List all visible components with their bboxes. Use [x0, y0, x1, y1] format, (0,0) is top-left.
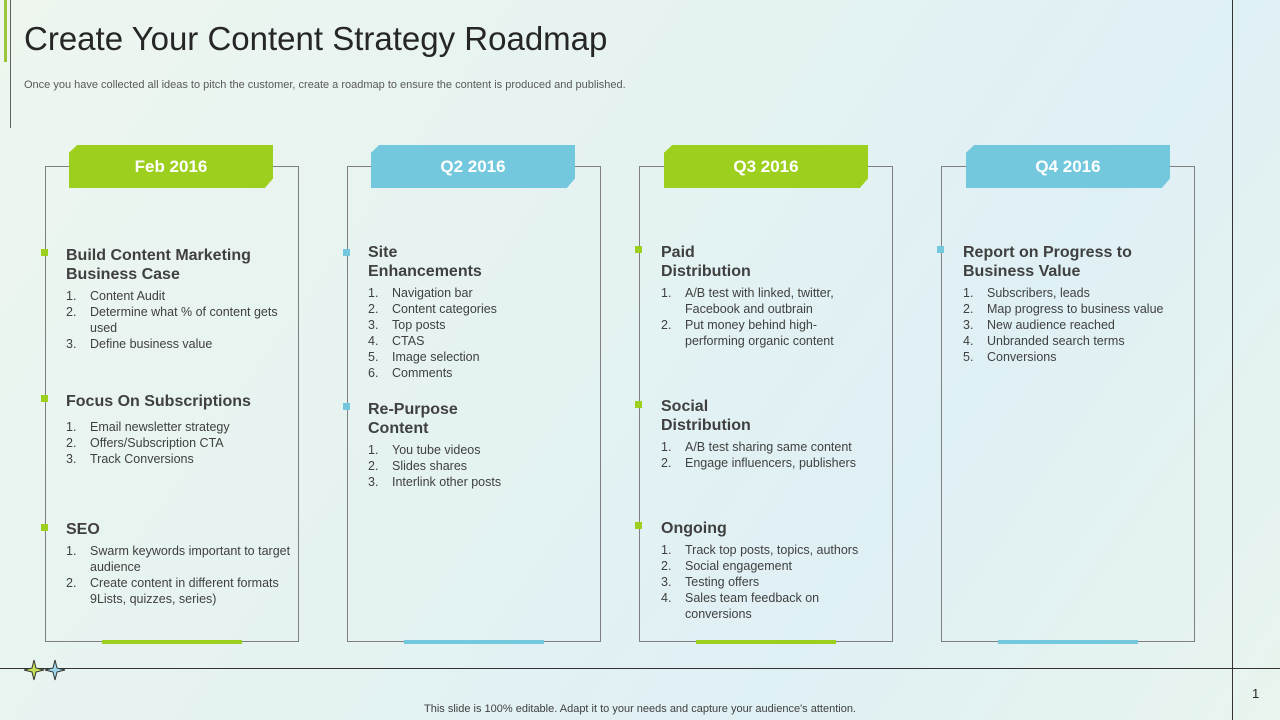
section-title: SEO: [66, 521, 100, 538]
section-title: Social Distribution: [661, 398, 751, 434]
tab-feb-2016: Feb 2016: [69, 145, 273, 188]
tab-q4-2016: Q4 2016: [966, 145, 1170, 188]
footer-note: This slide is 100% editable. Adapt it to…: [424, 703, 856, 715]
section-title: Focus On Subscriptions: [66, 393, 251, 410]
page-number: 1: [1252, 686, 1260, 701]
page-subtitle: Once you have collected all ideas to pit…: [24, 79, 626, 91]
list-item: 2.Engage influencers, publishers: [661, 456, 856, 470]
list-item: 2.Slides shares: [368, 459, 468, 473]
section-report-progress: Report on Progress to Business Value 1.S…: [963, 243, 1189, 365]
section-seo: SEO 1.Swarm keywords important to target…: [66, 520, 294, 607]
list-item: 3.Testing offers: [661, 575, 760, 589]
card-bottom-accent: [998, 640, 1138, 644]
section-title: Re-Purpose Content: [368, 401, 458, 437]
bullet-dot-icon: [41, 249, 48, 256]
roadmap-card-4: [941, 166, 1195, 644]
list-item: 4.Unbranded search terms: [963, 334, 1125, 348]
list-item: 1.You tube videos: [368, 443, 481, 457]
list-item: 2.Put money behind high-performing organ…: [661, 318, 834, 348]
page-title: Create Your Content Strategy Roadmap: [24, 20, 608, 57]
section-title: Build Content Marketing Business Case: [66, 247, 251, 283]
list-item: 2.Social engagement: [661, 559, 793, 573]
list-item: 2.Offers/Subscription CTA: [66, 436, 224, 450]
bullet-dot-icon: [343, 249, 350, 256]
list-item: 5.Conversions: [963, 350, 1057, 364]
list-item: 3.Top posts: [368, 318, 446, 332]
bullet-dot-icon: [41, 524, 48, 531]
list-item: 4.CTAS: [368, 334, 425, 348]
card-bottom-accent: [404, 640, 544, 644]
section-title: Paid Distribution: [661, 244, 751, 280]
card-bottom-accent: [102, 640, 242, 644]
section-paid-distribution: Paid Distribution 1.A/B test with linked…: [661, 243, 834, 349]
card-bottom-accent: [696, 640, 836, 644]
list-item: 1.Track top posts, topics, authors: [661, 543, 859, 557]
section-subscriptions: Focus On Subscriptions 1.Email newslette…: [66, 392, 266, 467]
right-divider: [1232, 0, 1233, 720]
list-item: 4.Sales team feedback on conversions: [661, 591, 820, 621]
section-title: Ongoing: [661, 520, 727, 537]
title-accent-line: [10, 0, 11, 128]
title-accent-bar: [4, 0, 7, 62]
list-item: 2.Content categories: [368, 302, 497, 316]
bullet-dot-icon: [635, 401, 642, 408]
bullet-dot-icon: [635, 246, 642, 253]
bullet-dot-icon: [343, 403, 350, 410]
list-item: 6.Comments: [368, 366, 453, 380]
bullet-dot-icon: [635, 522, 642, 529]
section-business-case: Build Content Marketing Business Case 1.…: [66, 246, 306, 352]
list-item: 1.Content Audit: [66, 289, 166, 303]
list-item: 2.Determine what % of content gets used: [66, 305, 278, 335]
list-item: 1.A/B test with linked, twitter, Faceboo…: [661, 286, 834, 316]
list-item: 5.Image selection: [368, 350, 480, 364]
list-item: 3.New audience reached: [963, 318, 1115, 332]
section-title: Report on Progress to Business Value: [963, 244, 1132, 280]
list-item: 2.Map progress to business value: [963, 302, 1164, 316]
sparkle-stars-icon: [24, 659, 66, 681]
section-title: Site Enhancements: [368, 244, 482, 280]
section-site-enhancements: Site Enhancements 1.Navigation bar 2.Con…: [368, 243, 498, 381]
section-repurpose-content: Re-Purpose Content 1.You tube videos 2.S…: [368, 400, 501, 490]
list-item: 3.Track Conversions: [66, 452, 194, 466]
list-item: 1.Email newsletter strategy: [66, 420, 230, 434]
tab-q3-2016: Q3 2016: [664, 145, 868, 188]
section-ongoing: Ongoing 1.Track top posts, topics, autho…: [661, 519, 887, 622]
bullet-dot-icon: [937, 246, 944, 253]
list-item: 2.Create content in different formats 9L…: [66, 576, 279, 606]
list-item: 1.Subscribers, leads: [963, 286, 1090, 300]
list-item: 3.Interlink other posts: [368, 475, 502, 489]
bottom-divider: [0, 668, 1280, 669]
tab-q2-2016: Q2 2016: [371, 145, 575, 188]
list-item: 1.A/B test sharing same content: [661, 440, 852, 454]
list-item: 1.Navigation bar: [368, 286, 473, 300]
list-item: 1.Swarm keywords important to target aud…: [66, 544, 291, 574]
bullet-dot-icon: [41, 395, 48, 402]
section-social-distribution: Social Distribution 1.A/B test sharing s…: [661, 397, 856, 471]
list-item: 3.Define business value: [66, 337, 213, 351]
